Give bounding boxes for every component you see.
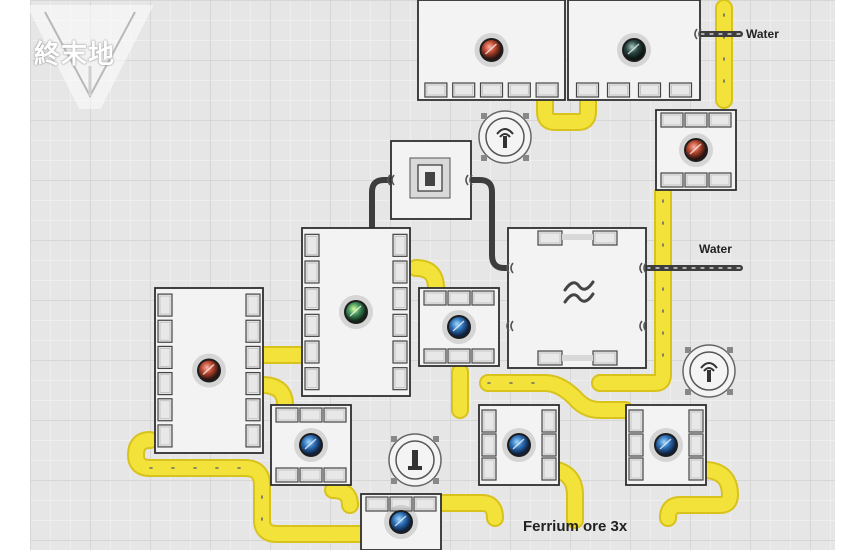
grinder-unit-bottom-left[interactable]	[270, 404, 352, 486]
water-input-label-middle: Water	[699, 242, 732, 256]
refinery-unit-center[interactable]	[301, 227, 411, 397]
conveyor-belts[interactable]	[127, 0, 739, 543]
power-pylon-icon[interactable]	[478, 110, 532, 164]
pipe-inlet-icon	[694, 28, 702, 40]
relay-tower-icon[interactable]	[388, 433, 442, 487]
pipe-inlet-icon	[639, 320, 647, 332]
grinder-unit-bottom-right[interactable]	[625, 404, 707, 486]
unit-bottom-edge[interactable]	[360, 493, 442, 550]
refinery-unit-top-right[interactable]	[567, 0, 701, 101]
power-pylon-right-icon[interactable]	[682, 344, 736, 398]
fluid-pipes[interactable]	[369, 31, 743, 271]
pipe-inlet-icon	[506, 262, 514, 274]
refinery-unit-left[interactable]	[154, 287, 264, 454]
ore-processing-hub-icon[interactable]	[507, 227, 647, 369]
output-caption: Ferrium ore 3x	[523, 518, 628, 535]
game-logo: 終末地	[20, 0, 160, 116]
grinder-unit-right[interactable]	[655, 109, 737, 191]
depot-cabinet-icon[interactable]	[390, 140, 472, 220]
pipe-inlet-icon	[506, 320, 514, 332]
pipe-inlet-icon	[639, 262, 647, 274]
refinery-unit-top-left[interactable]	[417, 0, 566, 101]
water-input-label-top: Water	[746, 27, 779, 41]
logo-text: 終末地	[34, 40, 116, 70]
grinder-unit-center[interactable]	[418, 287, 500, 367]
pipe-inlet-icon	[387, 174, 395, 186]
pipe-inlet-icon	[465, 174, 473, 186]
grinder-unit-bottom-middle[interactable]	[478, 404, 560, 486]
